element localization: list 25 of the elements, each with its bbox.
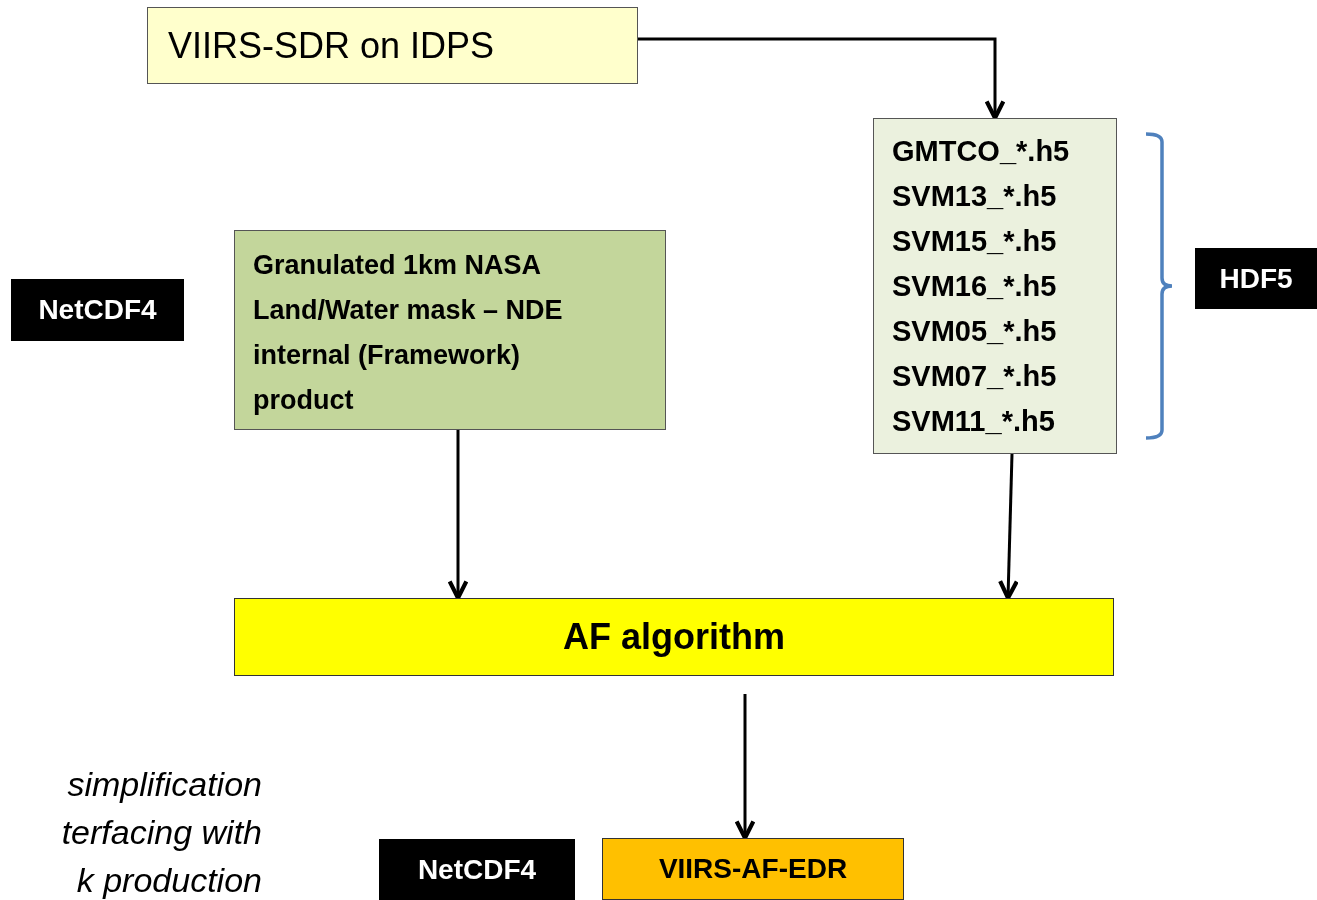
box-text: VIIRS-AF-EDR	[658, 852, 848, 886]
box-text: AF algorithm	[563, 615, 785, 659]
note-text: simplification	[66, 764, 262, 805]
file-name: SVM07_*.h5	[892, 359, 1057, 394]
box-text: Granulated 1km NASA Land/Water mask – NDE internal (Framework) product	[253, 249, 564, 417]
output-box	[602, 838, 904, 900]
note-text: terfacing with	[60, 812, 262, 853]
data-box	[234, 230, 666, 430]
file-name: GMTCO_*.h5	[892, 134, 1070, 169]
file-name: SVM13_*.h5	[892, 179, 1057, 214]
file-name: SVM15_*.h5	[892, 224, 1057, 259]
box-text: NetCDF4	[417, 852, 537, 887]
format-tag	[11, 279, 184, 341]
box-text: NetCDF4	[38, 293, 157, 327]
note-text: k production	[75, 860, 262, 900]
file-list-box	[873, 118, 1117, 454]
process-box	[147, 7, 638, 84]
process-box	[234, 598, 1114, 676]
box-text: HDF5	[1219, 261, 1293, 296]
file-name: SVM11_*.h5	[892, 404, 1055, 439]
file-name: SVM16_*.h5	[892, 269, 1057, 304]
format-tag	[379, 839, 575, 900]
file-name: SVM05_*.h5	[892, 314, 1057, 349]
box-text: VIIRS-SDR on IDPS	[168, 23, 495, 68]
format-tag	[1195, 248, 1317, 309]
